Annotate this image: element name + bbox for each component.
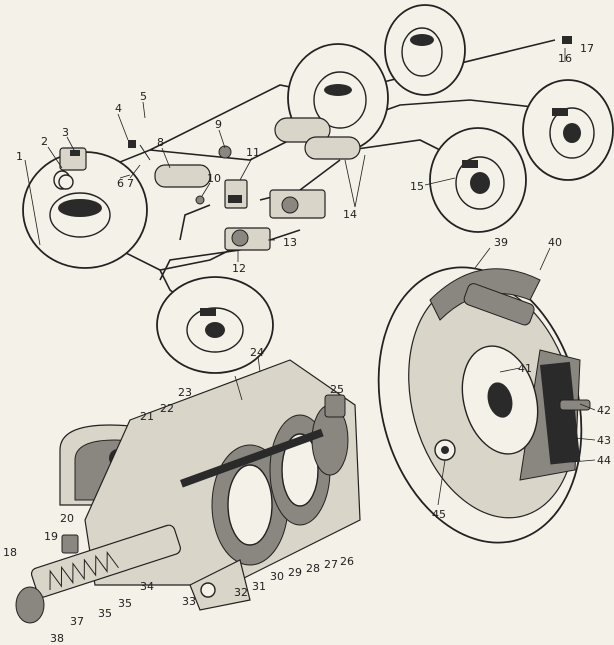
callout-35: 35 xyxy=(118,597,132,610)
callout-4: 4 xyxy=(115,102,122,115)
callout-3: 3 xyxy=(62,126,69,139)
callout-12: 12 xyxy=(232,262,246,275)
callout-21: 21 xyxy=(140,410,154,423)
callout-29: 29 xyxy=(288,566,302,579)
callout-5: 5 xyxy=(140,90,147,103)
callout-8: 8 xyxy=(157,136,164,149)
callout-labels: 1 2 3 4 5 6 7 8 9 10 11 12 13 14 15 16 1… xyxy=(3,42,611,645)
front-left-wheel xyxy=(22,151,148,269)
callout-37: 37 xyxy=(70,615,84,628)
callout-38: 38 xyxy=(50,632,64,645)
callout-15: 15 xyxy=(410,180,424,193)
rear-right-wheel xyxy=(522,79,614,181)
callout-1: 1 xyxy=(16,150,23,163)
callout-30: 30 xyxy=(270,570,284,583)
callout-34: 34 xyxy=(140,580,154,593)
callout-40: 40 xyxy=(548,236,562,249)
callout-13: 13 xyxy=(283,236,297,249)
callout-11: 11 xyxy=(246,146,260,159)
leader-lines xyxy=(24,48,596,506)
callout-28: 28 xyxy=(306,562,320,575)
callout-39: 39 xyxy=(494,236,508,249)
callout-32: 32 xyxy=(234,586,248,599)
callout-14: 14 xyxy=(343,208,357,221)
front-right-wheel xyxy=(156,276,274,374)
middle-right-wheel xyxy=(429,127,527,233)
callout-17: 17 xyxy=(580,42,594,55)
callout-2: 2 xyxy=(41,135,48,148)
callout-41: 41 xyxy=(518,362,532,375)
callout-7: 7 xyxy=(127,177,134,190)
callout-24: 24 xyxy=(250,346,264,359)
callout-42: 42 xyxy=(597,404,611,417)
callout-26: 26 xyxy=(340,555,354,568)
callout-10: 10 xyxy=(207,172,221,185)
callout-16: 16 xyxy=(558,52,572,65)
callout-20: 20 xyxy=(60,512,74,525)
callout-23: 23 xyxy=(178,386,192,399)
callout-25: 25 xyxy=(330,383,344,396)
callout-9: 9 xyxy=(215,118,222,131)
callout-31: 31 xyxy=(252,580,266,593)
callout-35b: 35 xyxy=(98,607,112,620)
brake-drum-assembly xyxy=(377,266,591,544)
callout-44: 44 xyxy=(597,454,611,467)
callout-45: 45 xyxy=(432,508,446,521)
callout-43: 43 xyxy=(597,434,611,447)
callout-33: 33 xyxy=(182,595,196,608)
callout-6: 6 xyxy=(117,177,124,190)
rear-left-wheel xyxy=(384,4,466,96)
brake-components xyxy=(58,36,572,251)
callout-19: 19 xyxy=(44,530,58,543)
callout-27: 27 xyxy=(324,558,338,571)
callout-22: 22 xyxy=(160,402,174,415)
callout-18: 18 xyxy=(3,546,17,559)
booster-cutaway xyxy=(15,359,361,624)
